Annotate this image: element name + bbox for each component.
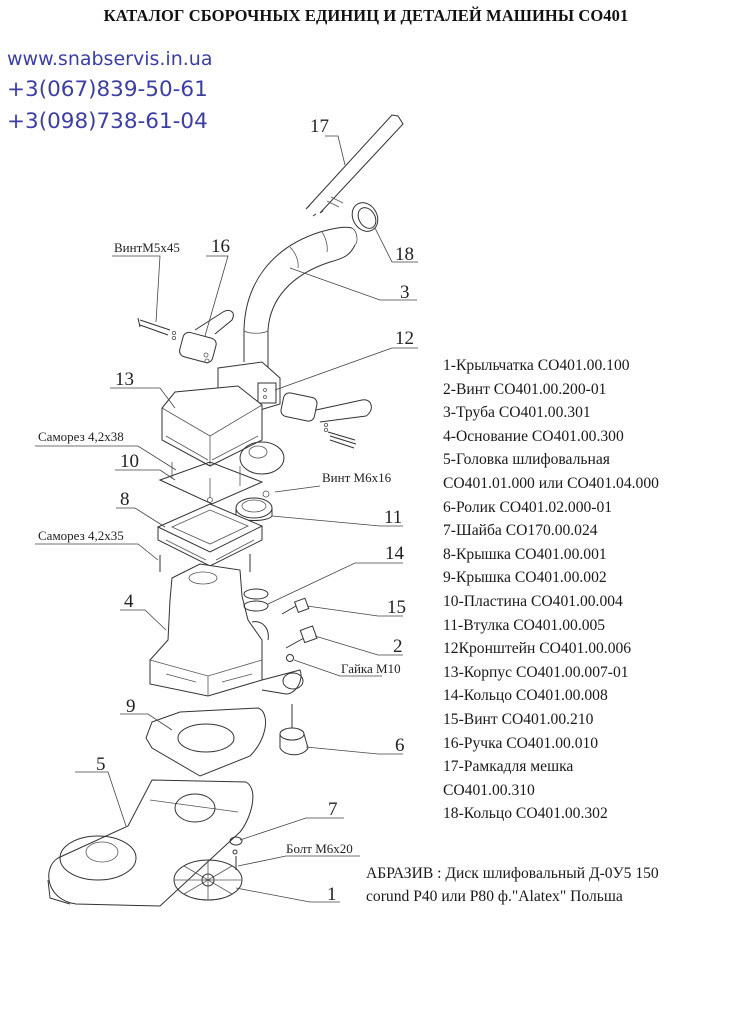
callout-18: 18: [395, 244, 414, 265]
parts-list: 1-Крыльчатка СО401.00.100 2-Винт СО401.0…: [443, 354, 659, 826]
callout-10: 10: [120, 451, 139, 472]
callout-12: 12: [395, 328, 414, 349]
motor-mount-disk: [239, 441, 285, 475]
callout-7: 7: [328, 799, 338, 820]
part-2-screw: [285, 625, 318, 662]
callout-2: 2: [393, 636, 403, 657]
part-7-washer: [229, 836, 243, 846]
parts-list-item: 4-Основание СО401.00.300: [443, 427, 624, 445]
parts-list-item: 16-Ручка СО401.00.010: [443, 734, 599, 752]
parts-list-item: 13-Корпус СО401.00.007-01: [443, 663, 629, 681]
callout-numbers: 17 18 3 16 ВинтМ5х45 12 13 Саморез 4,2х3…: [38, 116, 414, 905]
part-1-impeller: [173, 859, 243, 901]
callout-3: 3: [400, 282, 410, 303]
part-16-left-handle: [179, 309, 234, 364]
callout-6: 6: [395, 735, 405, 756]
callout-16: 16: [211, 236, 230, 257]
bolt-m6x20: [232, 849, 238, 870]
label-screw-m5x45: ВинтМ5х45: [114, 240, 180, 255]
part-5-grinding-head: [47, 779, 254, 907]
parts-list-item: 7-Шайба СО170.00.024: [443, 522, 598, 540]
callout-15: 15: [387, 597, 406, 618]
label-nut-m10: Гайка М10: [341, 661, 401, 676]
abrasive-note: АБРАЗИВ : Диск шлифовальный Д-0У5 150 co…: [366, 862, 659, 908]
part-15-screw: [281, 597, 310, 615]
parts-list-item: СО401.01.000 или СО401.04.000: [443, 474, 659, 492]
part-9-cover-plate: [145, 707, 267, 777]
parts-list-item: 9-Крышка СО401.00.002: [443, 569, 607, 587]
part-10-plate: [158, 461, 264, 505]
callout-1: 1: [327, 884, 337, 905]
callout-11: 11: [384, 507, 402, 528]
parts-list-item: 3-Труба СО401.00.301: [443, 404, 591, 422]
catalog-title: КАТАЛОГ СБОРОЧНЫХ ЕДИНИЦ И ДЕТАЛЕЙ МАШИН…: [103, 6, 629, 25]
parts-list-item: 17-Рамкадля мешка: [443, 758, 574, 776]
parts-list-item: 2-Винт СО401.00.200-01: [443, 380, 607, 398]
parts-list-item: 11-Втулка СО401.00.005: [443, 616, 606, 634]
part-14-ring: [243, 588, 269, 612]
part-4-base: [149, 563, 304, 697]
label-self-tap-4-2x38: Саморез 4,2х38: [38, 429, 124, 444]
screw-m5x45-left: [137, 317, 176, 340]
callout-9: 9: [126, 696, 136, 717]
part-18-ring: [351, 202, 379, 232]
parts-list-item: 6-Ролик СО401.02.000-01: [443, 498, 613, 516]
parts-list-item: 8-Крышка СО401.00.001: [443, 545, 607, 563]
callout-8: 8: [120, 489, 130, 510]
phone-2[interactable]: +3(098)738-61-04: [7, 109, 208, 134]
parts-list-item: СО401.00.310: [443, 781, 535, 799]
label-screw-m6x16: Винт М6х16: [322, 470, 392, 485]
callout-13: 13: [115, 369, 134, 390]
parts-list-item: 5-Головка шлифовальная: [443, 451, 610, 469]
label-self-tap-4-2x35: Саморез 4,2х35: [38, 528, 124, 543]
callout-17: 17: [310, 116, 329, 137]
callout-leaders: [35, 135, 418, 903]
part-13-housing: [161, 385, 263, 467]
parts-list-item: 1-Крыльчатка СО401.00.100: [443, 357, 630, 374]
label-bolt-m6x20: Болт М6х20: [286, 841, 353, 856]
callout-14: 14: [385, 543, 405, 564]
abrasive-note-line-1: АБРАЗИВ : Диск шлифовальный Д-0У5 150: [366, 865, 659, 882]
website-link[interactable]: www.snabservis.in.ua: [7, 48, 212, 70]
part-16-right-handle: [280, 392, 372, 449]
parts-list-item: 15-Винт СО401.00.210: [443, 710, 594, 728]
part-12-bracket: [217, 361, 281, 411]
parts-list-item: 12Кронштейн СО401.00.006: [443, 640, 632, 658]
part-3-tube: [243, 226, 358, 368]
callout-5: 5: [96, 754, 106, 775]
callout-4: 4: [124, 591, 134, 612]
parts-list-item: 18-Кольцо СО401.00.302: [443, 805, 608, 823]
phone-1[interactable]: +3(067)839-50-61: [7, 77, 208, 102]
parts-list-item: 14-Кольцо СО401.00.008: [443, 687, 608, 705]
self-tap-screws: [159, 554, 251, 572]
part-11-bushing: [235, 490, 273, 521]
part-6-caster: [279, 704, 309, 756]
part-17-bag-frame: [305, 114, 404, 217]
parts-list-item: 10-Пластина СО401.00.004: [443, 592, 623, 610]
website-link-text[interactable]: www.snabservis.in.ua: [7, 48, 213, 70]
part-8-cover: [156, 503, 264, 567]
abrasive-note-line-2: corund P40 или P80 ф."Alatex" Польша: [366, 888, 623, 905]
